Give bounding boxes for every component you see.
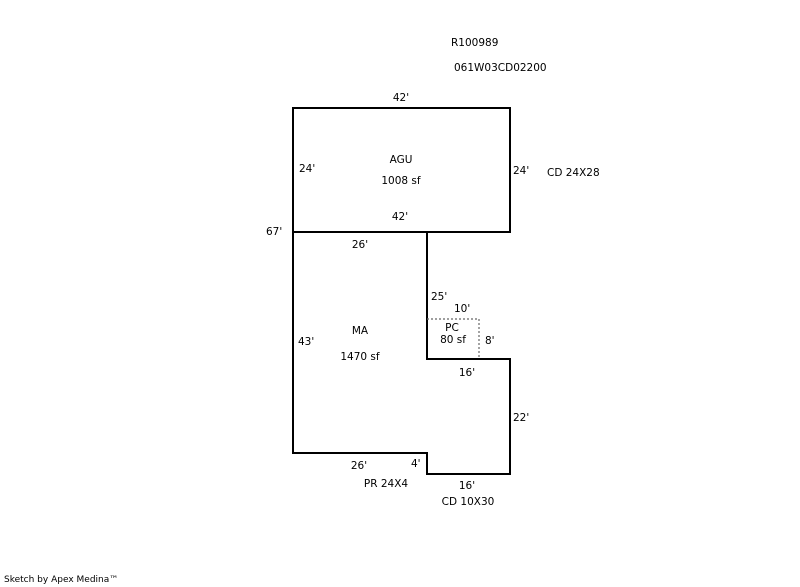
agu-right-dim: 24' (513, 165, 529, 177)
map-number: 061W03CD02200 (454, 62, 547, 74)
pc-width-dim: 10' (454, 303, 470, 315)
pc-height-dim: 8' (485, 335, 495, 347)
agu-code: AGU (390, 154, 413, 166)
ma-left-dim: 43' (298, 336, 314, 348)
agu-area: 1008 sf (381, 175, 421, 187)
step-horizontal-dim: 16' (459, 367, 475, 379)
ma-outline (292, 232, 511, 475)
agu-bottom-dim: 42' (392, 211, 408, 223)
agu-left-dim: 24' (299, 163, 315, 175)
ma-area: 1470 sf (340, 351, 380, 363)
agu-outline (292, 107, 511, 233)
pc-code: PC (445, 322, 459, 334)
pc-area: 80 sf (440, 334, 466, 346)
cd-bottom-label: CD 10X30 (442, 496, 495, 508)
bottom-right-dim: 16' (459, 480, 475, 492)
agu-top-dim: 42' (393, 92, 409, 104)
notch-dim: 4' (411, 458, 421, 470)
ma-inner-vertical-dim: 25' (431, 291, 447, 303)
ma-top-dim: 26' (352, 239, 368, 251)
pr-label: PR 24X4 (364, 478, 409, 490)
ma-code: MA (352, 325, 369, 337)
ma-right-dim: 22' (513, 412, 529, 424)
footer-credit: Sketch by Apex Medina™ (4, 575, 119, 585)
ma-bottom-dim: 26' (351, 460, 367, 472)
pc-outline (427, 318, 480, 359)
cd-right-label: CD 24X28 (547, 167, 600, 179)
overall-left-dim: 67' (266, 226, 282, 238)
parcel-id: R100989 (451, 37, 498, 49)
